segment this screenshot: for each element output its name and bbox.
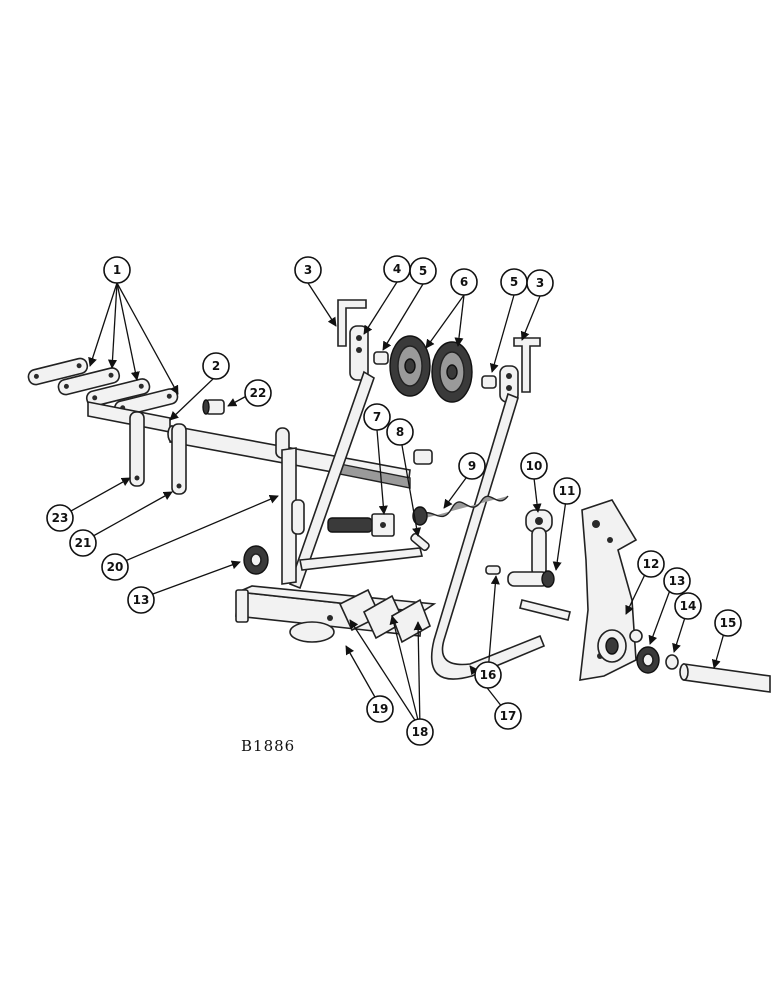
callout-3: 3 — [294, 256, 322, 284]
callout-18: 18 — [406, 718, 434, 746]
svg-text:6: 6 — [460, 275, 468, 289]
part-spacer — [373, 351, 389, 365]
callout-16: 16 — [474, 661, 502, 689]
svg-text:22: 22 — [250, 386, 267, 400]
callout-13-right: 13 — [663, 567, 691, 595]
part-crank — [485, 509, 571, 621]
svg-text:3: 3 — [536, 276, 544, 290]
svg-text:13: 13 — [669, 574, 686, 588]
callout-4: 4 — [383, 255, 411, 283]
part-bracket-bolt — [327, 513, 395, 537]
callout-12: 12 — [637, 550, 665, 578]
part-bushing-22 — [202, 399, 225, 415]
svg-text:4: 4 — [393, 262, 401, 276]
part-left-arm — [281, 325, 375, 590]
svg-text:19: 19 — [372, 702, 389, 716]
callout-9: 9 — [458, 452, 486, 480]
callout-22: 22 — [244, 379, 272, 407]
callout-19: 19 — [366, 695, 394, 723]
callout-23: 23 — [46, 504, 74, 532]
svg-text:15: 15 — [720, 616, 737, 630]
callout-5: 5 — [409, 257, 437, 285]
callout-17: 17 — [494, 702, 522, 730]
svg-text:8: 8 — [396, 425, 404, 439]
svg-text:14: 14 — [680, 599, 697, 613]
svg-text:21: 21 — [75, 536, 92, 550]
svg-text:17: 17 — [500, 709, 517, 723]
part-pulleys — [389, 335, 473, 403]
callout-6: 6 — [450, 268, 478, 296]
svg-text:2: 2 — [212, 359, 220, 373]
svg-text:10: 10 — [526, 459, 543, 473]
part-spacer — [481, 375, 497, 389]
svg-text:9: 9 — [468, 459, 476, 473]
figure-id: B1886 — [241, 737, 296, 755]
svg-text:23: 23 — [52, 511, 69, 525]
callout-14: 14 — [674, 592, 702, 620]
svg-text:5: 5 — [419, 264, 427, 278]
callout-13-left: 13 — [127, 586, 155, 614]
callout-1: 1 — [103, 256, 131, 284]
part-links — [27, 357, 179, 417]
part-levers — [129, 411, 290, 495]
callout-3-right: 3 — [526, 269, 554, 297]
part-bracket-12 — [579, 499, 643, 681]
svg-text:11: 11 — [559, 484, 576, 498]
callout-15: 15 — [714, 609, 742, 637]
part-washer — [665, 654, 679, 670]
part-rod — [679, 663, 771, 693]
part-plates — [338, 588, 431, 644]
callout-20: 20 — [101, 553, 129, 581]
callout-7: 7 — [363, 403, 391, 431]
callout-8: 8 — [386, 418, 414, 446]
part-bearings — [243, 545, 660, 674]
svg-text:16: 16 — [480, 668, 497, 682]
callout-10: 10 — [520, 452, 548, 480]
svg-text:1: 1 — [113, 263, 121, 277]
svg-text:12: 12 — [643, 557, 660, 571]
part-bent-arm — [430, 365, 546, 680]
svg-text:3: 3 — [304, 263, 312, 277]
callout-5-right: 5 — [500, 268, 528, 296]
svg-text:7: 7 — [373, 410, 381, 424]
callout-11: 11 — [553, 477, 581, 505]
part-brackets — [337, 299, 541, 393]
part-bushing — [413, 449, 433, 465]
svg-text:18: 18 — [412, 725, 429, 739]
leader-lines — [61, 281, 727, 729]
svg-text:5: 5 — [510, 275, 518, 289]
callout-2: 2 — [202, 352, 230, 380]
part-spring — [412, 495, 509, 526]
svg-text:20: 20 — [107, 560, 124, 574]
svg-text:13: 13 — [133, 593, 150, 607]
callout-21: 21 — [69, 529, 97, 557]
